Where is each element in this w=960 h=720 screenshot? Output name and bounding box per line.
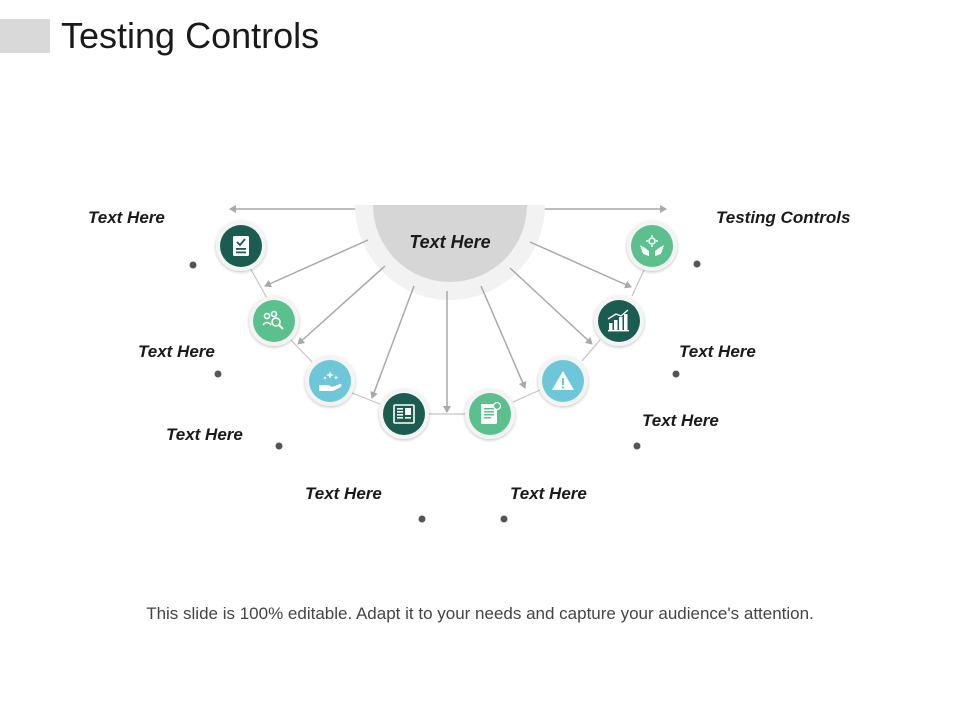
label-right-4: Text Here	[510, 484, 587, 503]
node-circle	[253, 300, 295, 342]
node-checklist	[216, 221, 266, 271]
label-lines	[30, 260, 945, 523]
arc-connectors	[248, 265, 646, 415]
label-dot-right-1	[693, 260, 701, 268]
label-dot-left-4	[418, 515, 426, 523]
label-right-3: Text Here	[642, 411, 719, 430]
people-search-icon	[262, 310, 284, 330]
label-dot-left-3	[275, 442, 283, 450]
label-dot-right-4	[500, 515, 508, 523]
label-left-2: Text Here	[138, 342, 215, 361]
label-right-2: Text Here	[679, 342, 756, 361]
center-halfcircle	[373, 205, 527, 282]
hands-gear-icon	[640, 235, 664, 256]
label-dot-left-2	[214, 370, 222, 378]
node-document-list	[379, 389, 429, 439]
label-left-4: Text Here	[305, 484, 382, 503]
warning-icon	[552, 371, 574, 390]
node-hands-gear	[627, 221, 677, 271]
center-label: Text Here	[409, 232, 491, 252]
label-left-3: Text Here	[166, 425, 243, 444]
label-dot-left-1	[189, 261, 197, 269]
node-circle	[309, 360, 351, 402]
node-circle	[383, 393, 425, 435]
node-growth-chart	[594, 296, 644, 346]
title-accent-bar	[0, 19, 50, 53]
node-document-check	[465, 389, 515, 439]
document-list-icon	[393, 404, 415, 424]
growth-chart-icon	[607, 309, 629, 332]
checklist-icon	[233, 236, 249, 256]
footer-text: This slide is 100% editable. Adapt it to…	[146, 604, 814, 623]
node-hand-sparkle	[305, 356, 355, 406]
label-left-1: Text Here	[88, 208, 165, 227]
page-title: Testing Controls	[61, 15, 320, 56]
label-right-1: Testing Controls	[716, 208, 851, 227]
radial-arrows	[264, 239, 632, 413]
node-people-search	[249, 296, 299, 346]
node-warning	[538, 356, 588, 406]
label-dot-right-2	[672, 370, 680, 378]
document-check-icon	[481, 401, 502, 424]
hand-sparkle-icon	[319, 371, 342, 391]
label-dot-right-3	[633, 442, 641, 450]
